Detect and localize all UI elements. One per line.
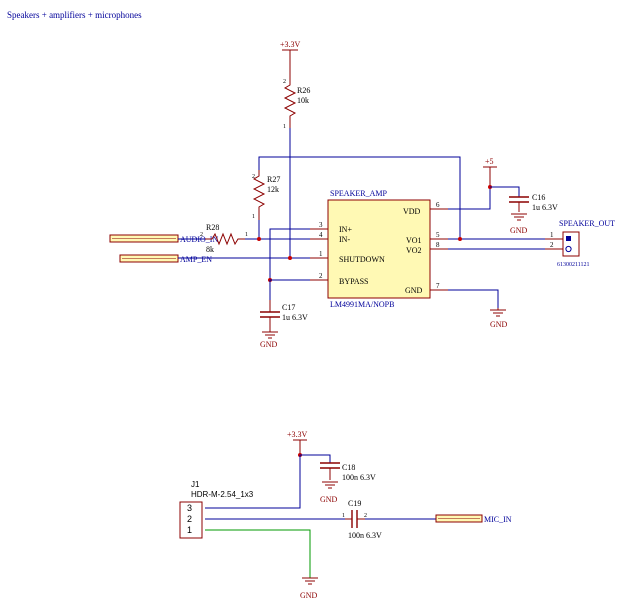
ic-pin-in-minus: IN-: [339, 235, 350, 244]
power-3v3-bottom-label: +3.3V: [287, 430, 308, 439]
power-3v3-bottom: +3.3V: [287, 430, 308, 455]
ic-pin-5-num: 5: [436, 231, 440, 239]
capacitor-c16: C16 1u 6.3V: [509, 193, 558, 212]
port-amp-en-label: AMP_EN: [180, 255, 212, 264]
wire-vdd: [448, 187, 491, 210]
capacitor-c19: C19 1 2 100n 6.3V: [342, 499, 382, 540]
junction-in-minus: [257, 237, 261, 241]
capacitor-c18: C18 100n 6.3V: [320, 462, 376, 482]
wire-j1-pin3: [205, 455, 301, 509]
ic-pin-vo2: VO2: [406, 246, 422, 255]
ic-speaker-amp: SPEAKER_AMP LM4991MA/NOPB 3 4 1 2 IN+ IN…: [310, 189, 448, 309]
ic-pin-vo1: VO1: [406, 236, 422, 245]
c19-pin2: 2: [364, 513, 367, 519]
ic-pin-2-num: 2: [319, 272, 323, 280]
ic-pin-8-num: 8: [436, 241, 440, 249]
port-amp-en: AMP_EN: [119, 254, 212, 264]
r26-ref: R26: [297, 86, 310, 95]
ic-part: LM4991MA/NOPB: [330, 300, 394, 309]
r27-pin1: 1: [252, 214, 255, 220]
wire-ic-gnd: [448, 289, 499, 308]
c17-value: 1u 6.3V: [282, 313, 308, 322]
ground-c17-label: GND: [260, 340, 278, 349]
wire-c18-top: [300, 454, 331, 463]
port-mic-in-label: MIC_IN: [484, 515, 512, 524]
power-3v3-top-label: +3.3V: [280, 40, 301, 49]
j1-part: HDR-M-2.54_1x3: [191, 490, 254, 499]
speaker-out-name: SPEAKER_OUT: [559, 219, 615, 228]
wire-c16-top: [490, 186, 520, 197]
j1-pin1: 1: [187, 525, 192, 535]
ic-pin-3-num: 3: [319, 221, 323, 229]
c19-ref: C19: [348, 499, 361, 508]
ground-ic-label: GND: [490, 320, 508, 329]
junction-shutdown: [288, 256, 292, 260]
r26-pin1: 1: [283, 124, 286, 130]
c19-value: 100n 6.3V: [348, 531, 382, 540]
ground-c18: GND: [320, 481, 338, 504]
r27-value: 12k: [267, 185, 279, 194]
r28-ref: R28: [206, 223, 219, 232]
ic-pin-vdd: VDD: [403, 207, 421, 216]
c17-ref: C17: [282, 303, 295, 312]
ic-pin-bypass: BYPASS: [339, 277, 369, 286]
speaker-out-part: 61300211121: [557, 262, 590, 268]
resistor-r27: R27 12k 2 1: [252, 170, 280, 220]
junction-vo1: [458, 237, 462, 241]
j1-pin2: 2: [187, 514, 192, 524]
capacitor-c17: C17 1u 6.3V: [260, 300, 308, 328]
ic-pin-6-num: 6: [436, 201, 440, 209]
wire-j1-pin1-gnd: [205, 529, 311, 578]
ic-pin-4-num: 4: [319, 231, 323, 239]
ic-pin-1-num: 1: [319, 250, 323, 258]
r28-value: 8k: [206, 245, 214, 254]
ic-pin-in-plus: IN+: [339, 225, 352, 234]
c18-ref: C18: [342, 463, 355, 472]
resistor-r28: R28 8k 2 1: [200, 223, 248, 254]
sheet-title: Speakers + amplifiers + microphones: [7, 10, 142, 20]
resistor-r26: R26 10k 2 1: [283, 75, 310, 130]
c18-value: 100n 6.3V: [342, 473, 376, 482]
ic-refdes: SPEAKER_AMP: [330, 189, 387, 198]
connector-j1: J1 HDR-M-2.54_1x3 3 2 1: [179, 480, 254, 539]
wire-in-plus: [269, 228, 310, 280]
r27-ref: R27: [267, 175, 280, 184]
speaker-out-pin2: 2: [550, 241, 554, 249]
r27-pin2: 2: [252, 174, 255, 180]
c16-ref: C16: [532, 193, 545, 202]
power-5v-label: +5: [485, 157, 494, 166]
power-5v: +5: [483, 157, 497, 187]
ground-c17: GND: [260, 328, 278, 349]
ground-ic: GND: [490, 308, 508, 329]
ground-c18-label: GND: [320, 495, 338, 504]
ground-j1: GND: [300, 577, 318, 600]
ic-pin-gnd: GND: [405, 286, 423, 295]
connector-speaker-out: SPEAKER_OUT 1 2 61300211121: [545, 219, 615, 268]
port-mic-in: MIC_IN: [435, 514, 512, 524]
ic-pin-shutdown: SHUTDOWN: [339, 255, 385, 264]
ground-j1-label: GND: [300, 591, 318, 600]
r28-pin1: 1: [245, 232, 248, 238]
power-3v3-top: +3.3V: [280, 40, 301, 75]
j1-pin3: 3: [187, 503, 192, 513]
c16-value: 1u 6.3V: [532, 203, 558, 212]
ground-c16-label: GND: [510, 226, 528, 235]
c19-pin1: 1: [342, 513, 345, 519]
ic-pin-7-num: 7: [436, 282, 440, 290]
j1-ref: J1: [191, 480, 200, 489]
r28-pin2: 2: [200, 232, 203, 238]
ground-c16: GND: [510, 213, 528, 235]
speaker-out-pin1: 1: [550, 231, 554, 239]
r26-value: 10k: [297, 96, 309, 105]
r26-pin2: 2: [283, 79, 286, 85]
wire-feedback-loop: [258, 156, 461, 239]
